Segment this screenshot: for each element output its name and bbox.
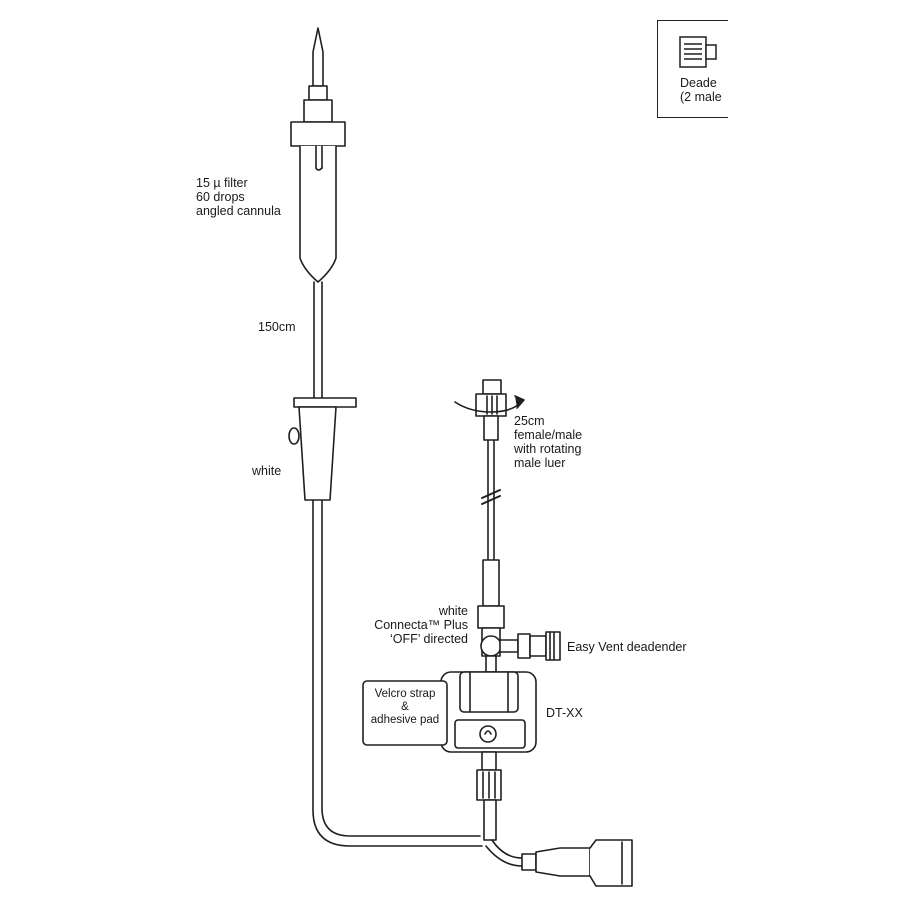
lower-tubing	[312, 499, 483, 847]
filter-label: 15 µ filter 60 drops angled cannula	[196, 176, 281, 218]
extension-label: 25cm female/male with rotating male luer	[514, 414, 583, 470]
inset-label: Deade (2 male	[680, 76, 722, 104]
roller-clamp	[288, 397, 357, 501]
easy-vent-deadender	[517, 631, 561, 661]
easy-vent-label: Easy Vent deadender	[567, 640, 687, 654]
velcro-label-box	[362, 680, 448, 746]
transducer-label: DT-XX	[546, 706, 583, 720]
drip-chamber	[290, 121, 346, 283]
distal-connector	[521, 839, 633, 887]
rotation-arrow-icon	[454, 395, 525, 413]
extension-tubing	[481, 439, 501, 607]
transducer-body	[440, 671, 537, 753]
main-tubing	[313, 281, 323, 399]
velcro-label: Velcro strap & adhesive pad	[370, 688, 440, 726]
transducer-outlet	[476, 751, 502, 841]
connecta-label: white Connecta™ Plus ‘OFF’ directed	[374, 604, 468, 646]
y-branch-tubing	[485, 839, 523, 867]
clamp-color-label: white	[252, 464, 282, 478]
tubing-length-label: 150cm	[258, 320, 296, 334]
rotating-male-luer	[475, 379, 507, 441]
deadender-cap-icon	[679, 36, 717, 68]
spike-icon	[303, 27, 333, 123]
deadender-inset: Deade (2 male	[657, 20, 728, 118]
connecta-stopcock	[477, 605, 519, 673]
